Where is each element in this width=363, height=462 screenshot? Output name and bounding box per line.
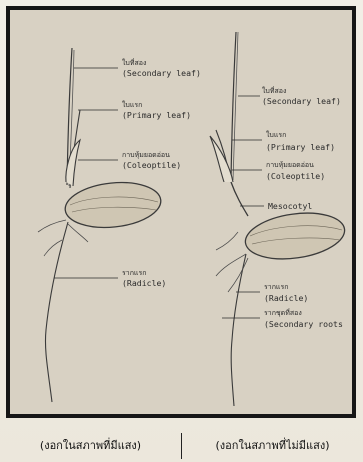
caption-dark: (งอกในสภาพที่ไม่มีแสง) [182,433,363,459]
rice-seedling-diagram: ใบที่สอง (Secondary leaf) ใบแรก (Primary… [10,10,352,414]
left-primary-leaf-th: ใบแรก [122,100,142,109]
left-radicle-shape [45,222,68,402]
left-seed [63,178,163,232]
right-mesocotyl-en: Mesocotyl [268,201,312,211]
caption-row: (งอกในสภาพที่มีแสง) (งอกในสภาพที่ไม่มีแส… [0,424,363,462]
left-radicle-en: (Radicle) [122,278,166,288]
right-coleoptile-th: กาบหุ้มยอดอ่อน [266,161,314,169]
left-primary-leaf-en: (Primary leaf) [122,110,191,120]
right-seed [242,207,347,264]
right-secondary-roots-en: (Secondary roots [264,319,343,329]
right-secondary-root [216,232,238,250]
right-radicle-th: รากแรก [264,283,288,291]
caption-light: (งอกในสภาพที่มีแสง) [0,433,182,459]
left-root-hair [38,220,66,232]
right-secondary-leaf-en: (Secondary leaf) [262,96,341,106]
right-secondary-roots-th: รากชุดที่สอง [264,308,302,317]
left-radicle-th: รากแรก [122,269,146,277]
left-coleoptile-th: กาบหุ้มยอดอ่อน [122,151,170,159]
illustration-frame: ใบที่สอง (Secondary leaf) ใบแรก (Primary… [6,6,356,418]
left-coleoptile-en: (Coleoptile) [122,160,181,170]
right-radicle-en: (Radicle) [264,293,308,303]
right-coleoptile-shape [210,136,233,182]
left-root-hair [68,224,88,242]
right-coleoptile-en: (Coleoptile) [266,171,325,181]
left-secondary-leaf-th: ใบที่สอง [122,58,146,67]
right-secondary-leaf-th: ใบที่สอง [262,86,286,95]
left-labels: ใบที่สอง (Secondary leaf) ใบแรก (Primary… [54,58,201,288]
right-labels: ใบที่สอง (Secondary leaf) ใบแรก (Primary… [222,86,343,329]
right-mesocotyl-shape [231,182,248,216]
right-primary-leaf-th: ใบแรก [266,130,286,139]
left-seedling [38,48,163,402]
right-primary-leaf-en: (Primary leaf) [266,142,335,152]
left-secondary-leaf-en: (Secondary leaf) [122,68,201,78]
